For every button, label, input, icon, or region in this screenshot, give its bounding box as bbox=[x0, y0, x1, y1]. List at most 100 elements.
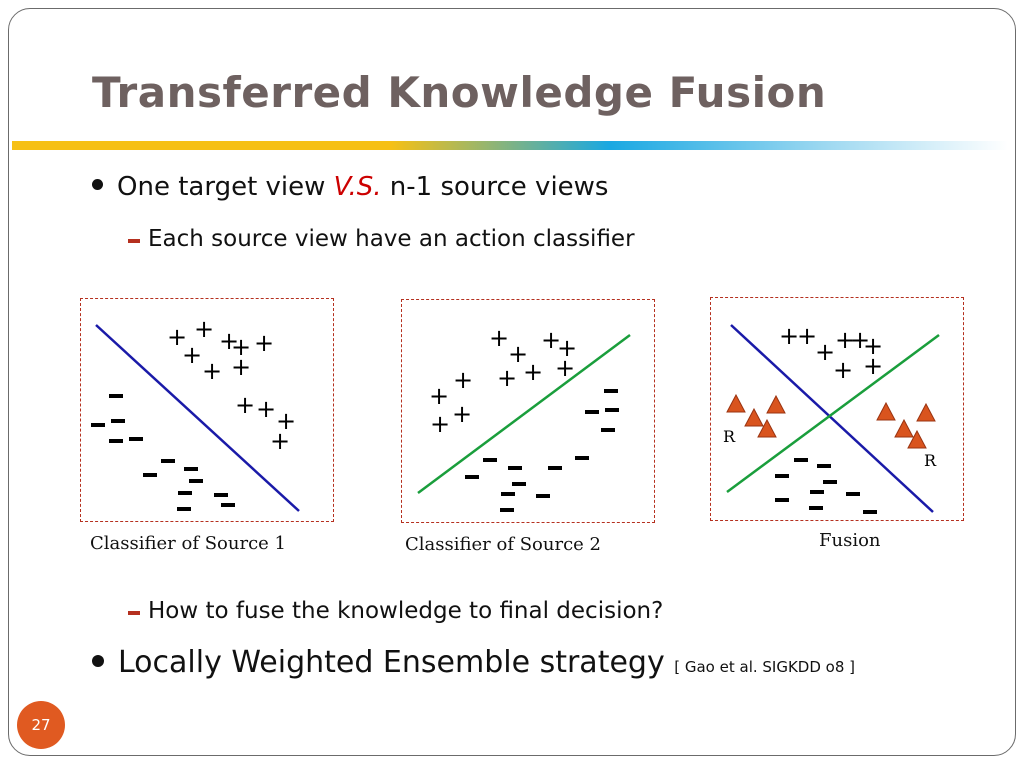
triangle-group bbox=[726, 393, 936, 449]
plus-mark: + bbox=[202, 357, 222, 385]
slide-frame bbox=[8, 8, 1016, 756]
minus-mark bbox=[184, 467, 198, 471]
region-label-right: R bbox=[924, 451, 937, 470]
minus-mark bbox=[809, 506, 823, 510]
plus-mark: + bbox=[835, 326, 855, 354]
triangle-icon bbox=[766, 394, 786, 414]
bullet-dot-icon bbox=[92, 654, 104, 667]
triangle-icon bbox=[757, 418, 777, 438]
minus-mark bbox=[91, 423, 105, 427]
bullet-1-prefix: One target view bbox=[117, 172, 334, 202]
minus-mark bbox=[775, 498, 789, 502]
minus-group bbox=[91, 394, 235, 511]
bullet-2-text: Locally Weighted Ensemble strategy bbox=[118, 645, 675, 680]
minus-mark bbox=[817, 464, 831, 468]
plus-mark: + bbox=[231, 353, 251, 381]
caption-source-2: Classifier of Source 2 bbox=[405, 534, 601, 555]
bullet-2: Locally Weighted Ensemble strategy [ Gao… bbox=[92, 645, 855, 680]
minus-mark bbox=[129, 437, 143, 441]
minus-mark bbox=[465, 475, 479, 479]
dash-icon bbox=[128, 238, 140, 243]
minus-mark bbox=[214, 493, 228, 497]
minus-group bbox=[465, 389, 619, 512]
triangle-icon bbox=[916, 402, 936, 422]
minus-mark bbox=[536, 494, 550, 498]
plus-mark: + bbox=[797, 322, 817, 350]
bullet-2-reference: [ Gao et al. SIGKDD o8 ] bbox=[674, 658, 856, 676]
page-number-badge: 27 bbox=[17, 701, 65, 749]
dash-icon bbox=[128, 610, 140, 615]
plus-mark: + bbox=[452, 400, 472, 428]
minus-mark bbox=[161, 459, 175, 463]
minus-mark bbox=[512, 482, 526, 486]
minus-mark bbox=[863, 510, 877, 514]
plus-mark: + bbox=[557, 334, 577, 362]
minus-mark bbox=[601, 428, 615, 432]
minus-mark bbox=[143, 473, 157, 477]
plus-mark: + bbox=[541, 326, 561, 354]
minus-mark bbox=[500, 508, 514, 512]
plus-group: + + + + + + + + bbox=[779, 322, 883, 384]
plus-group: + + + + + + + + + + + bbox=[429, 324, 577, 438]
plus-mark: + bbox=[523, 358, 543, 386]
plus-mark: + bbox=[555, 354, 575, 382]
minus-mark bbox=[508, 466, 522, 470]
panel-1-diagram: + + + + + + + + + + + + bbox=[91, 315, 300, 512]
plus-mark: + bbox=[167, 323, 187, 351]
panel-3-diagram: + + + + + + + + R R bbox=[723, 322, 940, 514]
minus-mark bbox=[548, 466, 562, 470]
minus-mark bbox=[604, 389, 618, 393]
plus-mark: + bbox=[256, 395, 276, 423]
sub-bullet-1-text: Each source view have an action classifi… bbox=[148, 226, 635, 252]
plus-mark: + bbox=[182, 341, 202, 369]
minus-mark bbox=[775, 474, 789, 478]
panel-source-2: + + + + + + + + + + + bbox=[401, 299, 655, 523]
title-underline-bar bbox=[12, 141, 1008, 150]
blue-decision-line bbox=[95, 324, 300, 512]
plus-mark: + bbox=[489, 324, 509, 352]
minus-mark bbox=[483, 458, 497, 462]
minus-mark bbox=[501, 492, 515, 496]
panel-2-diagram: + + + + + + + + + + + bbox=[417, 324, 631, 512]
minus-mark bbox=[178, 491, 192, 495]
plus-mark: + bbox=[863, 352, 883, 380]
minus-mark bbox=[177, 507, 191, 511]
minus-mark bbox=[605, 408, 619, 412]
bullet-dot-icon bbox=[92, 179, 103, 190]
plus-mark: + bbox=[453, 366, 473, 394]
triangle-icon bbox=[726, 393, 746, 413]
caption-fusion: Fusion bbox=[819, 530, 881, 551]
plus-mark: + bbox=[194, 315, 214, 343]
plus-group: + + + + + + + + + + + + bbox=[167, 315, 296, 455]
plus-mark: + bbox=[430, 410, 450, 438]
minus-mark bbox=[846, 492, 860, 496]
blue-decision-line bbox=[730, 324, 934, 513]
slide-title: Transferred Knowledge Fusion bbox=[92, 68, 827, 117]
sub-bullet-2-text: How to fuse the knowledge to final decis… bbox=[148, 598, 664, 624]
plus-mark: + bbox=[508, 340, 528, 368]
minus-mark bbox=[585, 410, 599, 414]
plus-mark: + bbox=[235, 391, 255, 419]
green-decision-line bbox=[726, 333, 940, 494]
plus-mark: + bbox=[276, 407, 296, 435]
plus-mark: + bbox=[429, 382, 449, 410]
plus-mark: + bbox=[779, 322, 799, 350]
plus-mark: + bbox=[231, 333, 251, 361]
plus-mark: + bbox=[254, 329, 274, 357]
minus-mark bbox=[109, 394, 123, 398]
minus-mark bbox=[823, 480, 837, 484]
plus-mark: + bbox=[850, 326, 870, 354]
plus-mark: + bbox=[815, 338, 835, 366]
minus-mark bbox=[575, 456, 589, 460]
bullet-1: One target view V.S. n-1 source views bbox=[92, 172, 608, 202]
region-label-left: R bbox=[723, 427, 736, 446]
bullet-1-vs: V.S. bbox=[333, 172, 382, 202]
sub-bullet-2: How to fuse the knowledge to final decis… bbox=[128, 598, 663, 624]
plus-mark: + bbox=[497, 364, 517, 392]
sub-bullet-1: Each source view have an action classifi… bbox=[128, 226, 635, 252]
minus-mark bbox=[794, 458, 808, 462]
minus-mark bbox=[221, 503, 235, 507]
panel-source-1: + + + + + + + + + + + + bbox=[80, 298, 334, 522]
triangle-icon bbox=[876, 401, 896, 421]
caption-source-1: Classifier of Source 1 bbox=[90, 533, 286, 554]
